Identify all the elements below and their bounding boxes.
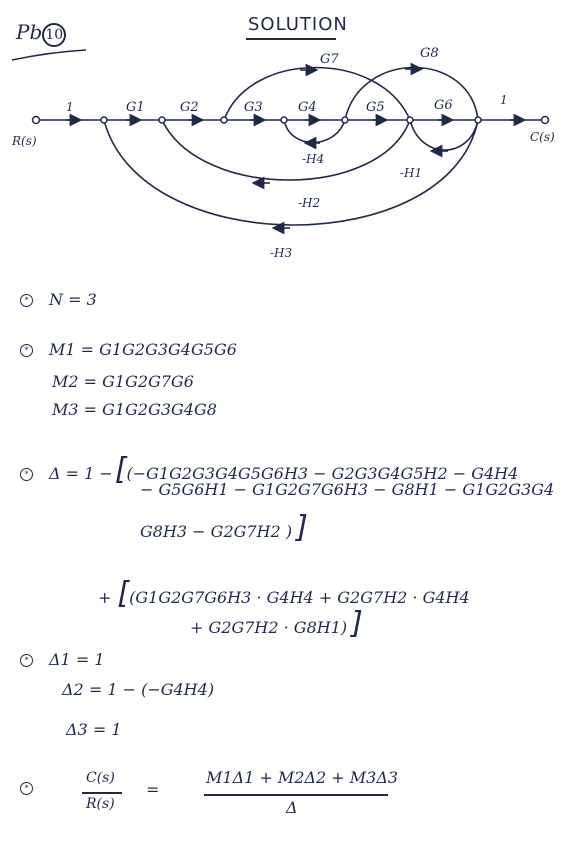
tf-lhs-numerator: C(s) bbox=[86, 770, 115, 786]
close-bracket-icon: ] bbox=[296, 510, 308, 545]
feedback-h3: -H3 bbox=[270, 246, 293, 260]
delta-line-1: * Δ = 1 −[(−G1G2G3G4G5G6H3 − G2G3G4G5H2 −… bbox=[20, 452, 518, 487]
close-bracket-icon: ] bbox=[351, 606, 363, 641]
h2-loop bbox=[161, 119, 411, 181]
node-2 bbox=[158, 116, 166, 124]
gain-g4: G4 bbox=[298, 100, 317, 115]
gain-g3: G3 bbox=[244, 100, 263, 115]
delta-line-5: + G2G7H2 · G8H1)] bbox=[190, 606, 363, 641]
node-7 bbox=[474, 116, 482, 124]
gain-1-out: 1 bbox=[500, 93, 508, 107]
delta-prefix: Δ = 1 − bbox=[49, 464, 113, 483]
h4-loop bbox=[283, 119, 346, 144]
gain-g1: G1 bbox=[126, 100, 145, 115]
gain-1-in: 1 bbox=[66, 100, 74, 114]
tf-rhs-fraction-bar bbox=[204, 794, 388, 796]
tf-lhs-fraction-bar bbox=[82, 792, 122, 794]
gain-g7: G7 bbox=[320, 52, 339, 67]
node-6 bbox=[406, 116, 414, 124]
header-underline bbox=[11, 49, 87, 61]
problem-prefix: Pb bbox=[16, 20, 43, 44]
tf-rhs-numerator: M1Δ1 + M2Δ2 + M3Δ3 bbox=[206, 768, 399, 787]
delta-plus: + bbox=[98, 588, 112, 607]
delta-line-3: G8H3 − G2G7H2 )] bbox=[140, 510, 308, 545]
feedback-h1: -H1 bbox=[400, 166, 423, 180]
delta-line-2: − G5G6H1 − G1G2G7G6H3 − G8H1 − G1G2G3G4 bbox=[140, 480, 555, 499]
gain-g6: G6 bbox=[434, 98, 453, 113]
node-4 bbox=[280, 116, 288, 124]
path-m3: M3 = G1G2G3G4G8 bbox=[52, 400, 217, 419]
h1-loop bbox=[409, 119, 479, 151]
gain-g8: G8 bbox=[420, 46, 439, 61]
tf-lhs-denominator: R(s) bbox=[86, 796, 115, 812]
g8-branch bbox=[344, 66, 479, 121]
forward-path-count: N = 3 bbox=[49, 290, 97, 309]
node-1 bbox=[100, 116, 108, 124]
tf-rhs-denominator: Δ bbox=[286, 798, 298, 817]
tf-equals: = bbox=[146, 780, 160, 799]
open-bracket-icon: [ bbox=[114, 452, 127, 487]
node-input bbox=[31, 115, 41, 125]
gain-g2: G2 bbox=[180, 100, 199, 115]
delta-term-line1: (−G1G2G3G4G5G6H3 − G2G3G4G5H2 − G4H4 bbox=[126, 464, 519, 483]
path-m1-text: M1 = G1G2G3G4G5G6 bbox=[49, 340, 237, 359]
bullet-icon: * bbox=[20, 468, 33, 481]
delta-term-line4: (G1G2G7G6H3 · G4H4 + G2G7H2 · G4H4 bbox=[129, 588, 470, 607]
problem-number: 10 bbox=[42, 23, 67, 47]
tf-bullet: * bbox=[20, 778, 49, 797]
delta-1: * Δ1 = 1 bbox=[20, 650, 105, 669]
delta-line-4: + [(G1G2G7G6H3 · G4H4 + G2G7H2 · G4H4 bbox=[98, 576, 470, 611]
open-bracket-icon: [ bbox=[117, 576, 130, 611]
node-output bbox=[540, 115, 550, 125]
bullet-icon: * bbox=[20, 654, 33, 667]
path-m2: M2 = G1G2G7G6 bbox=[52, 372, 194, 391]
delta-3: Δ3 = 1 bbox=[66, 720, 122, 739]
bullet-icon: * bbox=[20, 294, 33, 307]
node-3 bbox=[220, 116, 228, 124]
node-5 bbox=[341, 116, 349, 124]
page-title: SOLUTION bbox=[248, 14, 348, 35]
gain-g5: G5 bbox=[366, 100, 385, 115]
delta-2: Δ2 = 1 − (−G4H4) bbox=[62, 680, 215, 699]
n-line: * N = 3 bbox=[20, 290, 97, 309]
bullet-icon: * bbox=[20, 782, 33, 795]
feedback-h2: -H2 bbox=[298, 196, 321, 210]
delta-1-text: Δ1 = 1 bbox=[49, 650, 105, 669]
signal-flow-graph bbox=[31, 62, 550, 235]
delta-term-line5: + G2G7H2 · G8H1) bbox=[190, 618, 348, 637]
delta-term-line3: G8H3 − G2G7H2 ) bbox=[140, 522, 293, 541]
feedback-h4: -H4 bbox=[302, 152, 325, 166]
title-underline bbox=[246, 38, 336, 40]
path-m1: * M1 = G1G2G3G4G5G6 bbox=[20, 340, 237, 359]
output-label: C(s) bbox=[530, 130, 555, 144]
input-label: R(s) bbox=[12, 134, 37, 148]
bullet-icon: * bbox=[20, 344, 33, 357]
h3-loop bbox=[103, 119, 479, 226]
